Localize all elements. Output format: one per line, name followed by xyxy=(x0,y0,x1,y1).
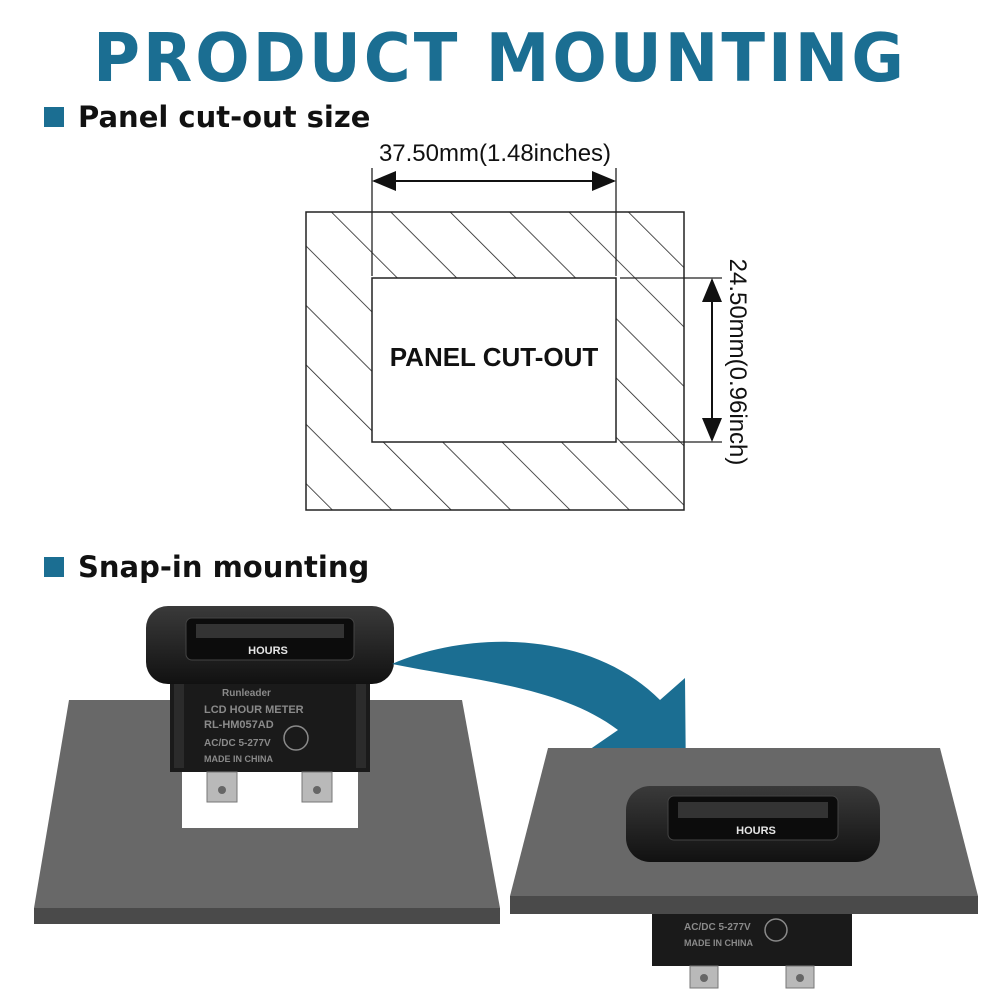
section-label: Snap-in mounting xyxy=(78,550,370,584)
page-title: PRODUCT MOUNTING xyxy=(93,20,907,98)
device-left: HOURS Runleader LCD HOUR METER RL-HM057A… xyxy=(146,606,394,803)
display-label-right: HOURS xyxy=(736,825,776,837)
device-voltage: AC/DC 5-277V xyxy=(204,738,271,749)
section-snap-heading: Snap-in mounting xyxy=(44,550,369,584)
cutout-diagram xyxy=(305,168,722,511)
device-model-number: RL-HM057AD xyxy=(204,719,274,731)
square-bullet-icon xyxy=(44,107,64,127)
device-brand: Runleader xyxy=(222,688,271,699)
display-label: HOURS xyxy=(248,645,288,657)
square-bullet-icon xyxy=(44,557,64,577)
device-origin-right: MADE IN CHINA xyxy=(684,938,753,948)
cutout-label: PANEL CUT-OUT xyxy=(389,342,599,372)
device-origin: MADE IN CHINA xyxy=(204,754,273,764)
cutout-rect xyxy=(371,277,617,443)
device-model-title: LCD HOUR METER xyxy=(204,704,304,716)
cert-mark-icon xyxy=(764,918,788,942)
section-cutout-heading: Panel cut-out size xyxy=(44,100,370,134)
device-right: AC/DC 5-277V MADE IN CHINA HOURS xyxy=(626,786,880,989)
section-label: Panel cut-out size xyxy=(78,100,371,134)
height-dimension-label: 24.50mm(0.96inch) xyxy=(724,258,751,466)
device-voltage-right: AC/DC 5-277V xyxy=(684,922,751,933)
width-dimension-label: 37.50mm(1.48inches) xyxy=(378,140,612,167)
cert-mark-icon xyxy=(283,725,309,751)
